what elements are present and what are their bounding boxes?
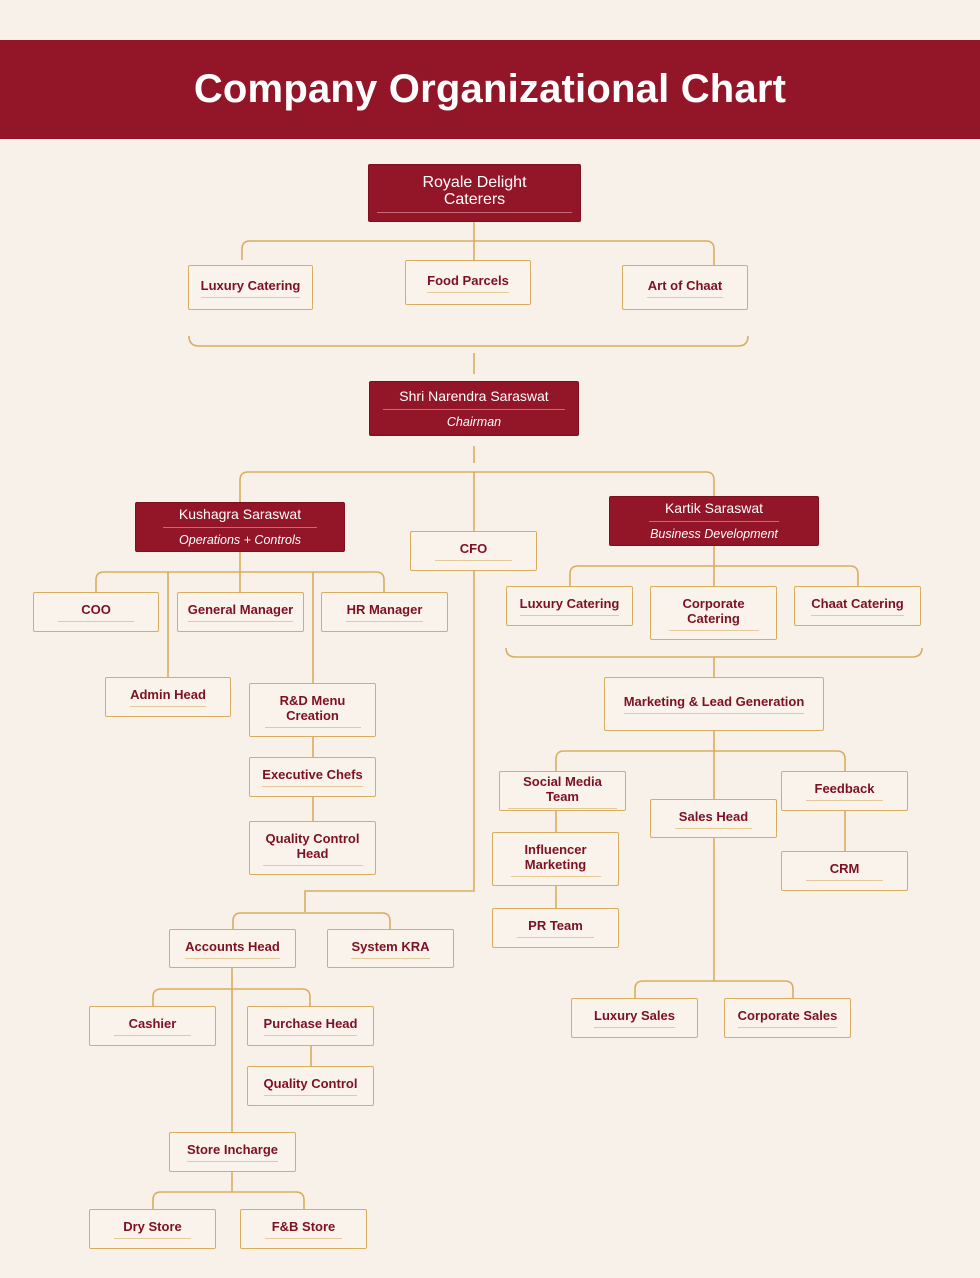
cashier-box: Cashier bbox=[89, 1006, 216, 1046]
fb-store-box: F&B Store bbox=[240, 1209, 367, 1249]
system-kra-box: System KRA bbox=[327, 929, 454, 968]
social-media-box: Social Media Team bbox=[499, 771, 626, 811]
bizdev-luxury-catering-box: Luxury Catering bbox=[506, 586, 633, 626]
luxury-sales-box: Luxury Sales bbox=[571, 998, 698, 1038]
dry-store-box: Dry Store bbox=[89, 1209, 216, 1249]
quality-control-box: Quality Control bbox=[247, 1066, 374, 1106]
admin-head-box: Admin Head bbox=[105, 677, 231, 717]
pr-team-box: PR Team bbox=[492, 908, 619, 948]
division-food-parcels: Food Parcels bbox=[405, 260, 531, 305]
division-art-of-chaat: Art of Chaat bbox=[622, 265, 748, 310]
chairman-role: Chairman bbox=[446, 414, 502, 429]
crm-box: CRM bbox=[781, 851, 908, 891]
company-name: Royale Delight Caterers bbox=[377, 174, 572, 213]
sales-head-box: Sales Head bbox=[650, 799, 777, 838]
coo-box: COO bbox=[33, 592, 159, 632]
store-incharge-box: Store Incharge bbox=[169, 1132, 296, 1172]
rnd-menu-box: R&D Menu Creation bbox=[249, 683, 376, 737]
hr-manager-box: HR Manager bbox=[321, 592, 448, 632]
feedback-box: Feedback bbox=[781, 771, 908, 811]
page-title: Company Organizational Chart bbox=[193, 67, 787, 111]
corporate-catering-box: Corporate Catering bbox=[650, 586, 777, 640]
corporate-sales-box: Corporate Sales bbox=[724, 998, 851, 1038]
title-banner: Company Organizational Chart bbox=[0, 40, 980, 139]
ops-head-name: Kushagra Saraswat bbox=[162, 506, 318, 528]
cfo-box: CFO bbox=[410, 531, 537, 571]
marketing-box: Marketing & Lead Generation bbox=[604, 677, 824, 731]
quality-control-head-box: Quality Control Head bbox=[249, 821, 376, 875]
bizdev-head-box: Kartik Saraswat Business Development bbox=[609, 496, 819, 546]
bizdev-head-name: Kartik Saraswat bbox=[648, 500, 780, 522]
general-manager-box: General Manager bbox=[177, 592, 304, 632]
accounts-head-box: Accounts Head bbox=[169, 929, 296, 968]
purchase-head-box: Purchase Head bbox=[247, 1006, 374, 1046]
company-box: Royale Delight Caterers bbox=[368, 164, 581, 222]
chaat-catering-box: Chaat Catering bbox=[794, 586, 921, 626]
ops-head-box: Kushagra Saraswat Operations + Controls bbox=[135, 502, 345, 552]
bizdev-head-role: Business Development bbox=[650, 527, 778, 541]
ops-head-role: Operations + Controls bbox=[179, 533, 301, 547]
executive-chefs-box: Executive Chefs bbox=[249, 757, 376, 797]
division-luxury-catering: Luxury Catering bbox=[188, 265, 313, 310]
chairman-name: Shri Narendra Saraswat bbox=[383, 388, 565, 410]
chairman-box: Shri Narendra Saraswat Chairman bbox=[369, 381, 579, 436]
influencer-box: Influencer Marketing bbox=[492, 832, 619, 886]
